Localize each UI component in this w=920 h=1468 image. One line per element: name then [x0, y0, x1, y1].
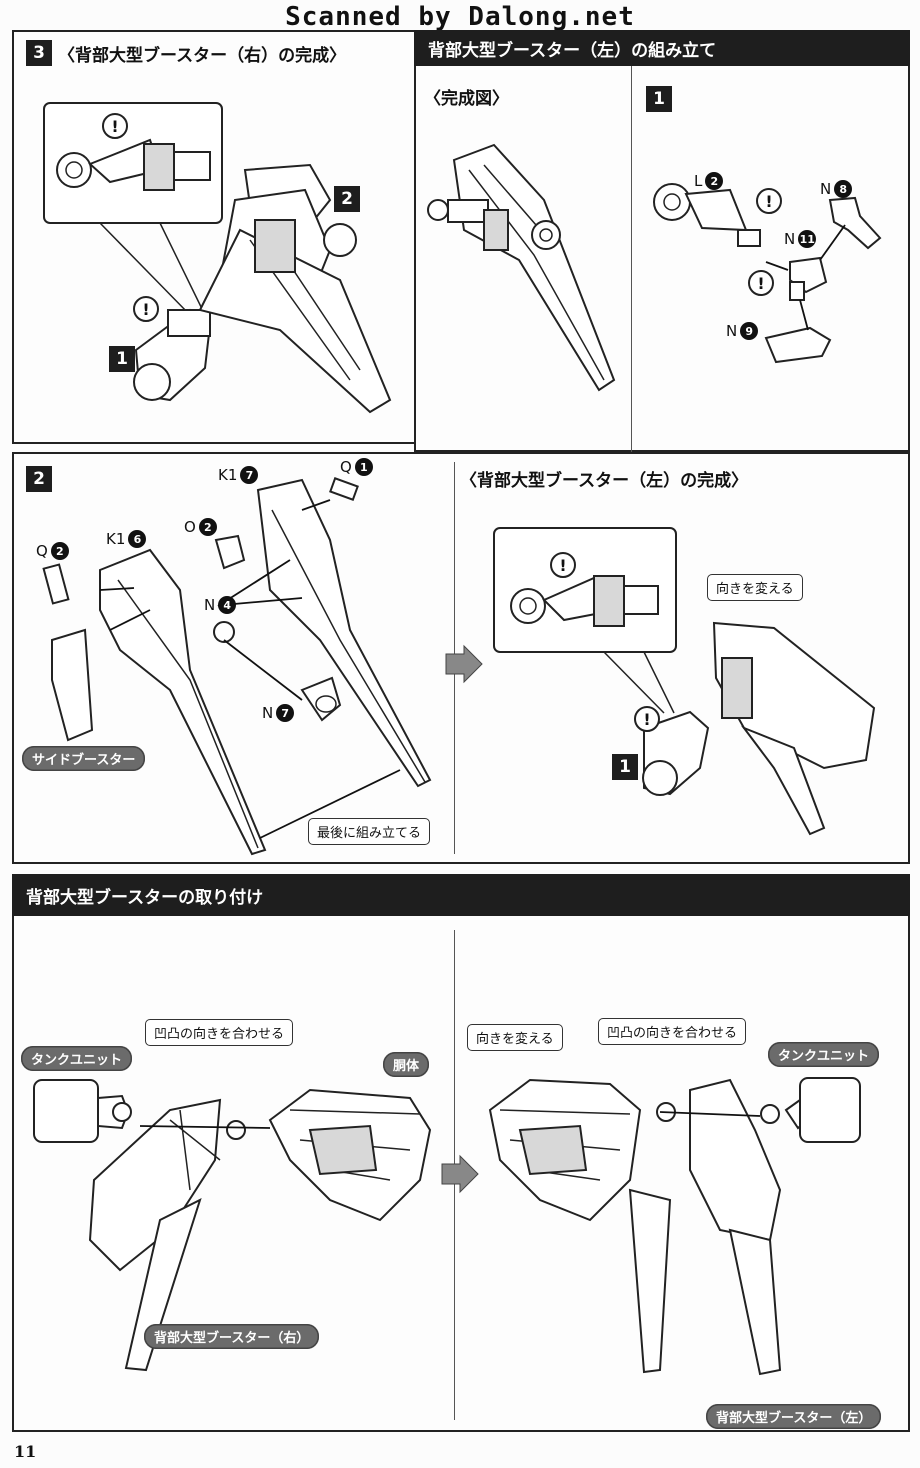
booster-left-label: 背部大型ブースター（左） [706, 1404, 882, 1429]
booster-left-complete-detail [493, 527, 876, 836]
step-number-3: 3 [26, 40, 52, 66]
warning-icon: ! [133, 296, 159, 322]
part-marker-1: 1 [612, 754, 638, 780]
left-complete-title: 〈背部大型ブースター（左）の完成〉 [460, 471, 749, 491]
assemble-last-callout: 最後に組み立てる [308, 818, 431, 845]
change-direction-callout-bottom: 向きを変える [467, 1024, 563, 1051]
next-step-arrow-icon [445, 644, 483, 684]
part-marker-2: 2 [334, 186, 360, 212]
tank-unit-label-left: タンクユニット [21, 1046, 133, 1071]
part-marker-1: 1 [109, 346, 135, 372]
step1-parts-illustration [653, 183, 882, 364]
warning-icon: ! [550, 552, 576, 578]
booster-left-complete-illustration [427, 143, 616, 392]
column-divider [631, 66, 632, 452]
step2-parts-illustration [42, 477, 432, 856]
align-callout-left: 凹凸の向きを合わせる [145, 1019, 294, 1046]
tank-unit-label-right: タンクユニット [768, 1042, 880, 1067]
step-number-1: 1 [646, 86, 672, 112]
warning-icon: ! [102, 113, 128, 139]
side-booster-label: サイドブースター [22, 746, 146, 771]
align-callout-right: 凹凸の向きを合わせる [598, 1018, 747, 1045]
warning-icon: ! [634, 706, 660, 732]
left-booster-assembly-header: 背部大型ブースター（左）の組み立て [414, 30, 910, 66]
warning-icon: ! [756, 188, 782, 214]
next-step-arrow-icon [441, 1154, 479, 1194]
change-direction-callout: 向きを変える [707, 574, 803, 601]
booster-right-illustration [43, 102, 392, 414]
page-number: 11 [14, 1442, 37, 1461]
watermark: Scanned by Dalong.net [285, 2, 635, 32]
booster-attachment-header: 背部大型ブースターの取り付け [12, 874, 910, 916]
step-number-2: 2 [26, 466, 52, 492]
step3-title: 〈背部大型ブースター（右）の完成〉 [58, 46, 347, 66]
warning-icon: ! [748, 270, 774, 296]
completed-view-title: 〈完成図〉 [424, 89, 509, 109]
booster-right-label: 背部大型ブースター（右） [144, 1324, 320, 1349]
torso-label: 胴体 [383, 1052, 430, 1077]
attach-left-illustration [488, 1077, 861, 1376]
attach-right-illustration [33, 1079, 432, 1372]
